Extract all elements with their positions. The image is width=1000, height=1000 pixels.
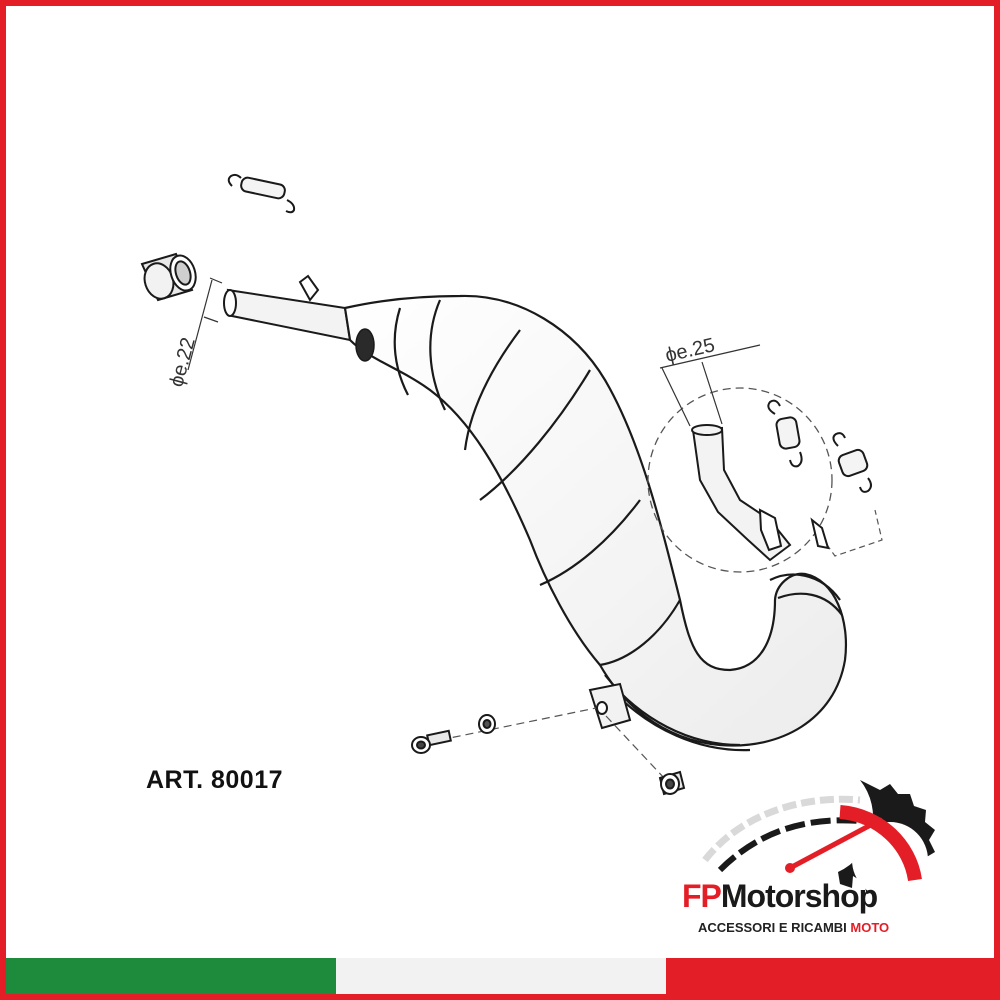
brand-tagline: ACCESSORI E RICAMBI MOTO	[698, 920, 889, 935]
spring-top	[227, 173, 296, 214]
inlet-diameter-label: ϕe.22	[166, 335, 200, 389]
inlet-dimension	[187, 277, 223, 371]
tagline-accent: MOTO	[850, 920, 890, 935]
bolt-leader	[439, 707, 597, 741]
italian-flag-strip	[6, 958, 994, 994]
brand-name: Motorshop	[720, 878, 878, 914]
mounting-bracket	[588, 682, 632, 730]
speedometer-icon	[702, 795, 922, 882]
flag-red	[666, 958, 994, 994]
outlet-pipe	[691, 424, 792, 562]
tagline-main: ACCESSORI E RICAMBI	[698, 920, 851, 935]
outlet-diameter-label: ϕe.25	[663, 334, 717, 367]
spacer-bushing	[658, 770, 686, 796]
coupling-sleeve	[140, 252, 197, 302]
spacer-leader	[605, 715, 667, 781]
inlet-pipe	[223, 274, 352, 342]
brand-logo: FPMotorshop	[682, 878, 878, 915]
spring-outlet-1	[767, 399, 803, 468]
spring-leader	[814, 509, 883, 557]
bolt	[411, 729, 452, 754]
manufacturer-badge	[355, 328, 375, 362]
brand-fp: FP	[682, 878, 722, 914]
detail-circle	[647, 387, 833, 573]
expansion-chamber-body	[343, 294, 847, 752]
outlet-dimension	[659, 344, 761, 427]
spring-hook	[810, 517, 830, 550]
article-number: ART. 80017	[146, 766, 284, 794]
washer	[478, 714, 496, 734]
spring-outlet-2	[832, 432, 872, 493]
flag-white	[336, 958, 666, 994]
flag-green	[6, 958, 336, 994]
